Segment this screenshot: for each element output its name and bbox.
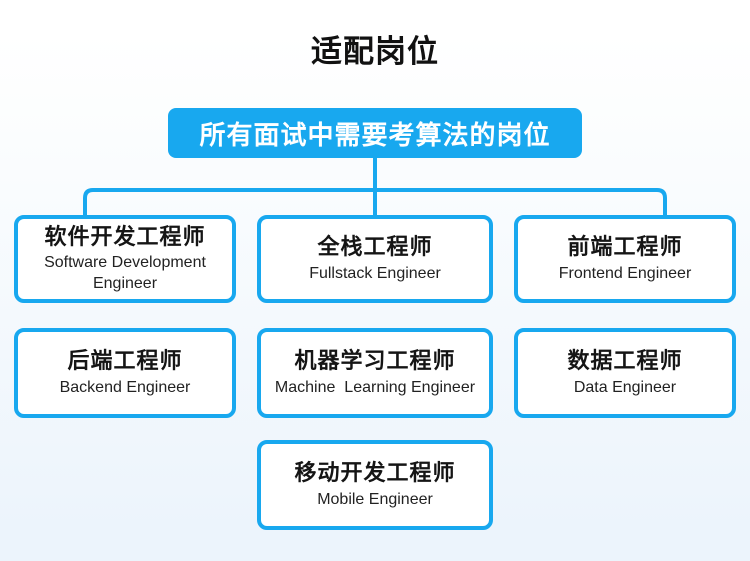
job-title-en: Fullstack Engineer	[309, 264, 441, 282]
job-title-zh: 数据工程师	[567, 348, 683, 374]
job-node-backend: 后端工程师 Backend Engineer	[14, 328, 236, 418]
job-node-software-development: 软件开发工程师 Software Development Engineer	[14, 215, 236, 303]
job-node-data: 数据工程师 Data Engineer	[514, 328, 736, 418]
root-node-label: 所有面试中需要考算法的岗位	[199, 119, 551, 150]
job-node-frontend: 前端工程师 Frontend Engineer	[514, 215, 736, 303]
job-title-zh: 软件开发工程师	[44, 223, 206, 249]
job-node-machine-learning: 机器学习工程师 Machine Learning Engineer	[257, 328, 493, 418]
root-node: 所有面试中需要考算法的岗位	[168, 108, 582, 158]
job-title-en: Software Development Engineer	[44, 254, 211, 293]
job-title-en: Machine Learning Engineer	[274, 378, 476, 396]
job-title-zh: 前端工程师	[567, 234, 683, 260]
page-title: 适配岗位	[311, 34, 439, 69]
job-node-mobile: 移动开发工程师 Mobile Engineer	[257, 440, 493, 530]
job-title-zh: 后端工程师	[67, 348, 183, 374]
job-title-en: Backend Engineer	[59, 378, 191, 396]
job-node-fullstack: 全栈工程师 Fullstack Engineer	[257, 215, 493, 303]
job-title-en: Data Engineer	[573, 378, 677, 396]
job-title-en: Frontend Engineer	[558, 264, 692, 282]
job-title-zh: 移动开发工程师	[294, 460, 456, 486]
job-title-en: Mobile Engineer	[317, 490, 433, 508]
job-title-zh: 全栈工程师	[317, 234, 433, 260]
job-title-zh: 机器学习工程师	[294, 348, 456, 374]
